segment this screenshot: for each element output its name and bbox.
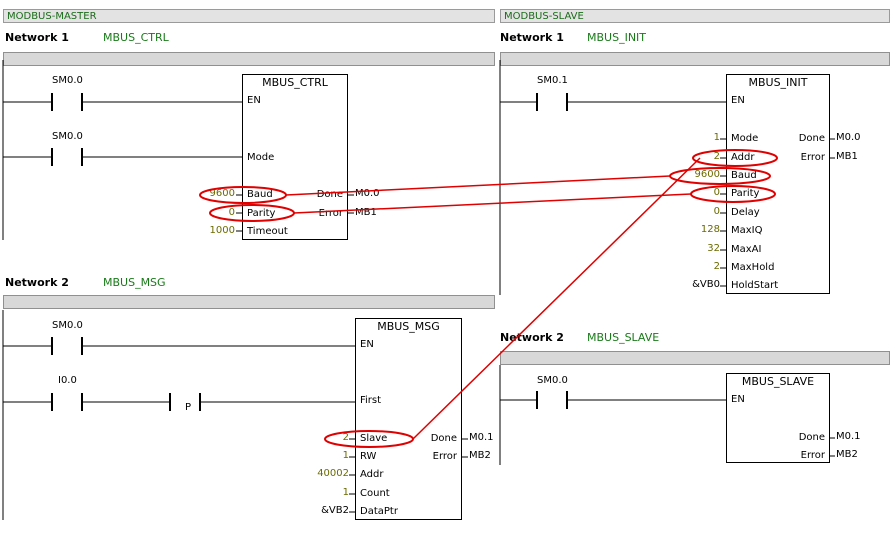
mbus-init-pin-delay: Delay <box>731 207 760 218</box>
parity-highlight-master <box>209 204 295 222</box>
mbus-init-pin-error: Error <box>800 152 825 163</box>
master-net1-number: Network 1 <box>5 31 69 44</box>
slave-address-link-line <box>412 157 701 440</box>
mbus-msg-pin-rw: RW <box>360 451 377 462</box>
mbus-ctrl-baud-value[interactable]: 9600 <box>209 188 235 199</box>
mbus-msg-rw-value[interactable]: 1 <box>342 450 349 461</box>
baud-highlight-master <box>199 186 287 204</box>
mbus-ctrl-error-value[interactable]: MB1 <box>355 207 377 218</box>
parity-highlight-slave <box>690 185 776 203</box>
mbus-init-mode-value[interactable]: 1 <box>713 132 720 143</box>
slave-net2-title[interactable]: MBUS_SLAVE <box>587 331 660 344</box>
mbus-msg-pin-en: EN <box>360 339 374 350</box>
mbus-msg-pin-error: Error <box>432 451 457 462</box>
master-net2-ptrans-label: P <box>185 402 192 413</box>
master-section-header: MODBUS-MASTER <box>3 9 495 23</box>
slave-net1-contact1-label: SM0.1 <box>537 75 568 86</box>
slave-net2-contact1-label: SM0.0 <box>537 375 568 386</box>
mbus-msg-block[interactable]: MBUS_MSG EN First Slave RW Addr Count Da… <box>355 318 462 520</box>
mbus-init-maxiq-value[interactable]: 128 <box>700 224 720 235</box>
mbus-init-block-title: MBUS_INIT <box>748 76 808 89</box>
mbus-msg-pin-dataptr: DataPtr <box>360 506 398 517</box>
mbus-init-pin-maxhold: MaxHold <box>731 262 775 273</box>
mbus-init-done-value[interactable]: M0.0 <box>836 132 861 143</box>
mbus-slave-done-value[interactable]: M0.1 <box>836 431 861 442</box>
addr-highlight-slave <box>692 149 778 167</box>
mbus-slave-block[interactable]: MBUS_SLAVE EN Done Error <box>726 373 830 463</box>
mbus-init-pin-parity: Parity <box>731 188 760 199</box>
slave-net2-comment-band[interactable] <box>500 351 890 365</box>
slave-net1-title[interactable]: MBUS_INIT <box>587 31 647 44</box>
mbus-msg-done-value[interactable]: M0.1 <box>469 432 494 443</box>
mbus-msg-pin-slave: Slave <box>360 433 388 444</box>
mbus-ctrl-block-title: MBUS_CTRL <box>262 76 328 89</box>
mbus-init-pin-holdstart: HoldStart <box>731 280 779 291</box>
slave-net2-number: Network 2 <box>500 331 564 344</box>
mbus-slave-pin-done: Done <box>798 432 825 443</box>
mbus-msg-pin-done: Done <box>430 433 457 444</box>
mbus-init-pin-maxai: MaxAI <box>731 244 762 255</box>
master-net2-number: Network 2 <box>5 276 69 289</box>
master-net1-title[interactable]: MBUS_CTRL <box>103 31 169 44</box>
mbus-ctrl-done-value[interactable]: M0.0 <box>355 188 380 199</box>
mbus-msg-block-title: MBUS_MSG <box>377 320 440 333</box>
mbus-msg-error-value[interactable]: MB2 <box>469 450 491 461</box>
parity-link-line <box>293 193 692 214</box>
mbus-ctrl-pin-timeout: Timeout <box>247 226 288 237</box>
mbus-msg-addr-value[interactable]: 40002 <box>317 468 349 479</box>
master-net1-contact1-label: SM0.0 <box>52 75 83 86</box>
master-net2-comment-band[interactable] <box>3 295 495 309</box>
slave-highlight-master <box>324 430 414 448</box>
mbus-slave-block-title: MBUS_SLAVE <box>741 375 815 388</box>
mbus-msg-dataptr-value[interactable]: &VB2 <box>321 505 349 516</box>
mbus-init-addr-value[interactable]: 2 <box>713 151 720 162</box>
mbus-init-error-value[interactable]: MB1 <box>836 151 858 162</box>
mbus-ctrl-pin-baud: Baud <box>247 189 273 200</box>
mbus-slave-pin-en: EN <box>731 394 745 405</box>
slave-net1-comment-band[interactable] <box>500 52 890 66</box>
mbus-msg-pin-addr: Addr <box>360 469 384 480</box>
mbus-ctrl-pin-mode: Mode <box>247 152 275 163</box>
mbus-init-holdstart-value[interactable]: &VB0 <box>692 279 720 290</box>
mbus-init-maxhold-value[interactable]: 2 <box>713 261 720 272</box>
mbus-init-delay-value[interactable]: 0 <box>713 206 720 217</box>
mbus-init-pin-mode: Mode <box>731 133 759 144</box>
mbus-ctrl-pin-parity: Parity <box>247 208 276 219</box>
mbus-init-pin-baud: Baud <box>731 170 757 181</box>
mbus-init-pin-done: Done <box>798 133 825 144</box>
mbus-slave-error-value[interactable]: MB2 <box>836 449 858 460</box>
mbus-init-pin-en: EN <box>731 95 745 106</box>
mbus-init-pin-addr: Addr <box>731 152 755 163</box>
mbus-ctrl-pin-done: Done <box>316 189 343 200</box>
mbus-init-pin-maxiq: MaxIQ <box>731 225 763 236</box>
mbus-ctrl-pin-en: EN <box>247 95 261 106</box>
master-net1-comment-band[interactable] <box>3 52 495 66</box>
mbus-msg-pin-count: Count <box>360 488 390 499</box>
mbus-ctrl-timeout-value[interactable]: 1000 <box>209 225 235 236</box>
mbus-init-baud-value[interactable]: 9600 <box>694 169 720 180</box>
baud-link-line <box>285 175 671 196</box>
mbus-init-parity-value[interactable]: 0 <box>713 187 720 198</box>
master-net2-title[interactable]: MBUS_MSG <box>103 276 166 289</box>
mbus-ctrl-parity-value[interactable]: 0 <box>228 207 235 218</box>
slave-section-header: MODBUS-SLAVE <box>500 9 890 23</box>
mbus-init-maxai-value[interactable]: 32 <box>707 243 720 254</box>
master-net2-contact2-label: I0.0 <box>58 375 77 386</box>
slave-net1-number: Network 1 <box>500 31 564 44</box>
mbus-msg-slave-value[interactable]: 2 <box>342 432 349 443</box>
master-net2-contact1-label: SM0.0 <box>52 320 83 331</box>
mbus-ctrl-pin-error: Error <box>318 208 343 219</box>
mbus-msg-pin-first: First <box>360 395 382 406</box>
mbus-slave-pin-error: Error <box>800 450 825 461</box>
master-net1-contact2-label: SM0.0 <box>52 131 83 142</box>
mbus-msg-count-value[interactable]: 1 <box>342 487 349 498</box>
